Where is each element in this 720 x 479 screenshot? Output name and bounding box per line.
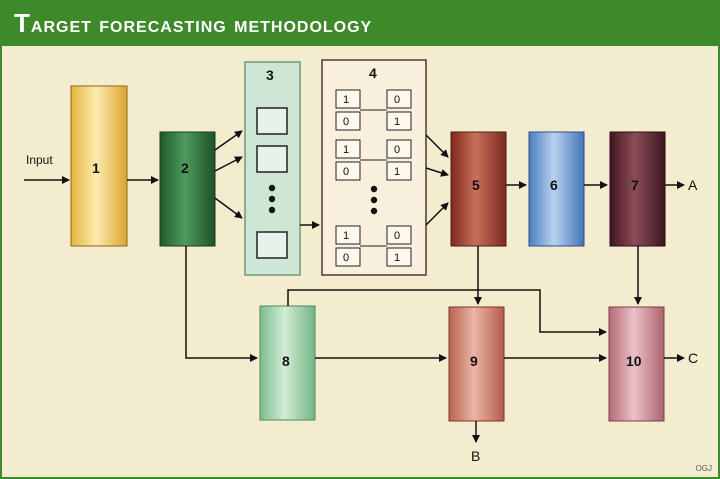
box-8-label: 8 xyxy=(282,353,290,369)
box-2-label: 2 xyxy=(181,160,189,176)
matrix-value: 0 xyxy=(394,144,400,156)
matrix-group-1: 1 0 0 1 xyxy=(335,89,412,131)
ellipsis-dot xyxy=(370,196,378,204)
matrix-cell xyxy=(335,161,361,181)
box-7-label: 7 xyxy=(631,177,639,193)
matrix-value: 1 xyxy=(394,166,400,178)
output-b: B xyxy=(471,448,480,464)
matrix-value: 0 xyxy=(343,252,349,264)
input-label: Input xyxy=(26,153,53,167)
box-10-label: 10 xyxy=(626,353,642,369)
matrix-cell xyxy=(386,89,412,109)
matrix-cell xyxy=(386,139,412,159)
matrix-cell xyxy=(335,89,361,109)
ellipsis-dot xyxy=(268,195,276,203)
arrow-2-8 xyxy=(185,246,258,362)
matrix-value: 1 xyxy=(343,94,349,106)
matrix-cell xyxy=(335,111,361,131)
box-1 xyxy=(70,85,128,247)
box-5-label: 5 xyxy=(472,177,480,193)
matrix-cell xyxy=(386,111,412,131)
arrow-4-5a xyxy=(425,134,449,158)
box-6-label: 6 xyxy=(550,177,558,193)
box-4-label: 4 xyxy=(369,65,377,81)
output-c: C xyxy=(688,350,698,366)
box-2 xyxy=(159,131,216,247)
arrow-2-3c xyxy=(214,197,243,219)
matrix-value: 0 xyxy=(394,230,400,242)
ellipsis-dot xyxy=(268,206,276,214)
box-1-label: 1 xyxy=(92,160,100,176)
box-9 xyxy=(448,306,505,422)
ellipsis-dot xyxy=(268,184,276,192)
matrix-value: 1 xyxy=(394,252,400,264)
credit-text: OGJ xyxy=(695,464,712,473)
arrow-4-5b xyxy=(425,167,449,177)
matrix-cell xyxy=(386,247,412,267)
box-3-slot-1 xyxy=(256,107,288,135)
box-3-slot-2 xyxy=(256,145,288,173)
matrix-value: 0 xyxy=(343,116,349,128)
box-10 xyxy=(608,306,665,422)
box-3-slot-3 xyxy=(256,231,288,259)
ellipsis-dot xyxy=(370,207,378,215)
box-9-label: 9 xyxy=(470,353,478,369)
arrow-2-3b xyxy=(214,156,243,172)
title-bar: Target forecasting methodology xyxy=(2,2,718,46)
matrix-cell xyxy=(335,247,361,267)
arrow-4-5c xyxy=(425,202,449,226)
matrix-value: 0 xyxy=(343,166,349,178)
box-6 xyxy=(528,131,585,247)
matrix-value: 0 xyxy=(394,94,400,106)
arrow-8-10 xyxy=(287,289,607,336)
arrow-2-3a xyxy=(214,130,243,151)
matrix-group-2: 1 0 0 1 xyxy=(335,139,412,181)
matrix-value: 1 xyxy=(394,116,400,128)
box-3-label: 3 xyxy=(266,67,274,83)
ellipsis-dot xyxy=(370,185,378,193)
matrix-cell xyxy=(386,225,412,245)
diagram-title: Target forecasting methodology xyxy=(14,8,373,38)
matrix-cell xyxy=(386,161,412,181)
matrix-group-3: 1 0 0 1 xyxy=(335,225,412,267)
output-a: A xyxy=(688,177,698,193)
matrix-cell xyxy=(335,139,361,159)
box-8 xyxy=(259,305,316,421)
matrix-cell xyxy=(335,225,361,245)
matrix-value: 1 xyxy=(343,230,349,242)
matrix-value: 1 xyxy=(343,144,349,156)
box-7 xyxy=(609,131,666,247)
box-5 xyxy=(450,131,507,247)
